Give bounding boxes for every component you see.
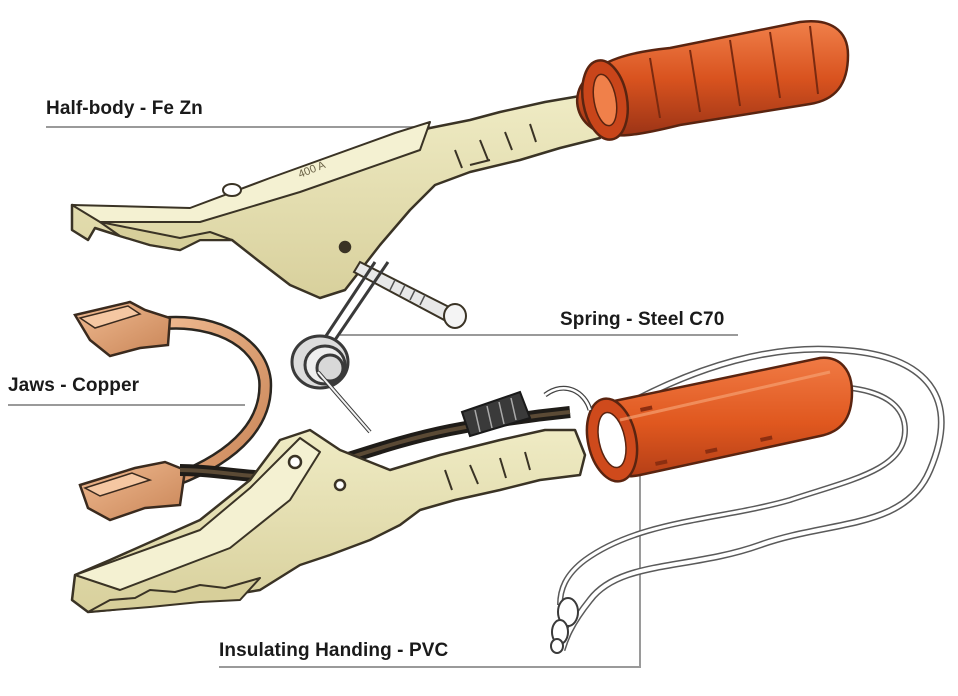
cable-lug-icon [550, 597, 579, 654]
small-spring [460, 390, 532, 438]
spring [290, 261, 390, 434]
upper-handle [575, 20, 850, 141]
lower-half-body [70, 428, 587, 614]
label-spring: Spring - Steel C70 [560, 309, 725, 330]
cable-thin [557, 345, 945, 652]
copper-jaws [73, 300, 273, 522]
pivot-pin [352, 260, 467, 329]
label-half-body: Half-body - Fe Zn [46, 98, 203, 119]
lower-handle [585, 356, 854, 483]
label-jaws: Jaws - Copper [8, 375, 140, 396]
label-insulating-handing: Insulating Handing - PVC [219, 640, 449, 661]
upper-half-body [70, 94, 602, 300]
